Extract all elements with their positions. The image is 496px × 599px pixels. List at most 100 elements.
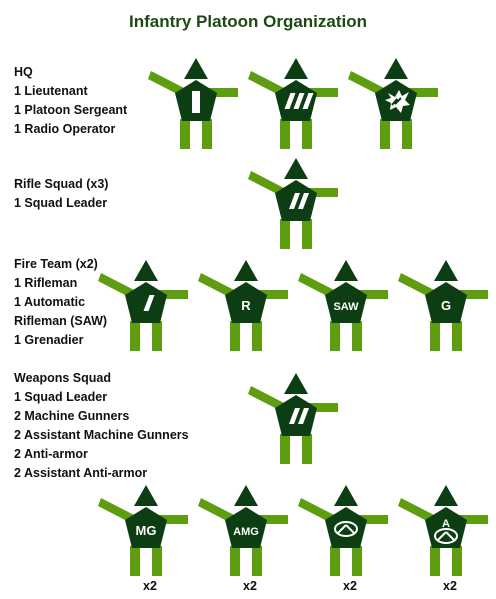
soldier-figure-icon: MG (98, 485, 188, 576)
left-leg (230, 546, 240, 576)
insignia-label: G (441, 298, 451, 313)
anti-armor-icon (334, 521, 358, 537)
left-leg (280, 219, 290, 249)
right-leg (152, 321, 162, 351)
right-leg (452, 321, 462, 351)
soldier-figure-icon (148, 58, 238, 149)
insignia-label: SAW (333, 301, 359, 313)
double-stripe-icon (289, 408, 309, 424)
right-arm (306, 88, 338, 97)
triple-stripe-icon (284, 93, 314, 109)
weapons-squad-heading: Weapons Squad (14, 371, 112, 385)
figure-fire-team-leader (98, 257, 194, 353)
radio-burst-icon (385, 90, 410, 113)
weapons-line-leader: 1 Squad Leader (14, 390, 108, 404)
head-icon (384, 58, 408, 79)
body-pentagon (225, 282, 267, 323)
insignia-label: R (241, 298, 251, 313)
body-pentagon (125, 282, 167, 323)
hq-line-lieutenant: 1 Lieutenant (14, 84, 88, 98)
figure-hq-radio-operator (348, 55, 444, 151)
stripe-mark (293, 93, 305, 109)
soldier-figure-icon: AMG (198, 485, 288, 576)
body-pentagon (325, 282, 367, 323)
multiplier-mg: x2 (143, 579, 157, 593)
soldier-figure-icon: SAW (298, 260, 388, 351)
body-pentagon (325, 507, 367, 548)
right-leg (302, 119, 312, 149)
body-pentagon (225, 507, 267, 548)
left-arm (248, 71, 284, 96)
figure-hq-lieutenant (148, 55, 244, 151)
soldier-figure-icon (298, 485, 388, 576)
weapons-line-assistant-machine-gunners: 2 Assistant Machine Gunners (14, 428, 189, 442)
stripe-mark (298, 408, 309, 424)
single-bar-icon (192, 91, 200, 113)
soldier-figure-icon: A (398, 485, 488, 576)
figure-assistant-anti-armor: A (398, 482, 494, 578)
stripe-mark (289, 193, 300, 209)
left-arm (398, 273, 434, 298)
stripe-mark (143, 295, 155, 311)
insignia-label: AMG (233, 526, 259, 538)
left-arm (98, 498, 134, 523)
figure-anti-armor (298, 482, 394, 578)
figure-fire-team-grenadier: G (398, 257, 494, 353)
right-arm (406, 88, 438, 97)
body-pentagon (125, 507, 167, 548)
fire-team-line-grenadier: 1 Grenadier (14, 333, 84, 347)
right-leg (302, 434, 312, 464)
hq-line-radio-operator: 1 Radio Operator (14, 122, 116, 136)
soldier-figure-icon: G (398, 260, 488, 351)
head-icon (334, 485, 358, 506)
head-icon (134, 260, 158, 281)
left-leg (430, 546, 440, 576)
soldier-figure-icon (248, 373, 338, 464)
multiplier-assistant-anti-armor: x2 (443, 579, 457, 593)
head-icon (434, 485, 458, 506)
left-arm (348, 71, 384, 96)
left-arm (198, 273, 234, 298)
soldier-figure-icon: R (198, 260, 288, 351)
head-icon (284, 373, 308, 394)
right-arm (156, 290, 188, 299)
soldier-figure-icon (248, 158, 338, 249)
right-arm (256, 515, 288, 524)
stripe-mark (284, 93, 296, 109)
left-leg (380, 119, 390, 149)
weapons-line-machine-gunners: 2 Machine Gunners (14, 409, 130, 423)
rifle-squad-line-leader: 1 Squad Leader (14, 196, 108, 210)
soldier-figure-icon (348, 58, 438, 149)
soldier-figure-icon (248, 58, 338, 149)
fire-team-line-rifleman: 1 Rifleman (14, 276, 78, 290)
multiplier-amg: x2 (243, 579, 257, 593)
left-arm (98, 273, 134, 298)
rifle-squad-heading: Rifle Squad (x3) (14, 177, 109, 191)
right-arm (456, 515, 488, 524)
right-leg (352, 546, 362, 576)
insignia-label: MG (136, 523, 157, 538)
right-arm (306, 188, 338, 197)
right-arm (206, 88, 238, 97)
fire-team-section: Fire Team (x2) 1 Rifleman 1 Automatic Ri… (14, 255, 107, 350)
left-arm (198, 498, 234, 523)
figure-weapons-squad-leader (248, 370, 344, 466)
left-leg (430, 321, 440, 351)
head-icon (334, 260, 358, 281)
right-leg (152, 546, 162, 576)
left-leg (280, 119, 290, 149)
head-icon (184, 58, 208, 79)
soldier-figure-icon (98, 260, 188, 351)
left-leg (330, 321, 340, 351)
insignia-label: A (442, 518, 450, 530)
left-leg (230, 321, 240, 351)
body-pentagon (275, 80, 317, 121)
rifle-squad-section: Rifle Squad (x3) 1 Squad Leader (14, 175, 108, 213)
hq-line-platoon-sergeant: 1 Platoon Sergeant (14, 103, 128, 117)
double-stripe-icon (289, 193, 309, 209)
figure-machine-gunner: MG (98, 482, 194, 578)
left-arm (248, 386, 284, 411)
stripe-mark (302, 93, 314, 109)
head-icon (234, 485, 258, 506)
left-arm (398, 498, 434, 523)
